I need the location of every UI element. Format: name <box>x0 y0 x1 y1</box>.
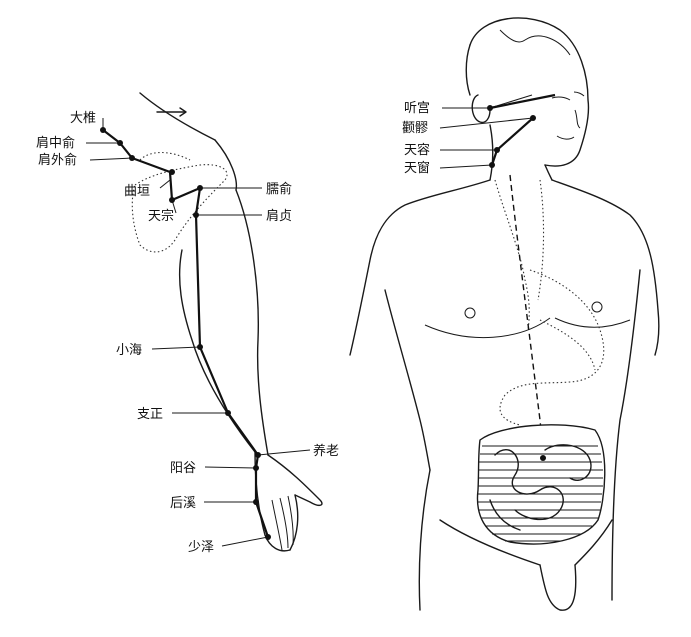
label-tianrong: 天容 <box>404 142 430 158</box>
label-houxi: 后溪 <box>170 496 196 511</box>
label-jianzhongshu: 肩中俞 <box>36 135 75 151</box>
point-quanliao <box>530 115 536 121</box>
point-jianwaishu <box>129 155 135 161</box>
label-shaoze: 少泽 <box>188 540 214 555</box>
label-xiaohai: 小海 <box>116 343 142 358</box>
label-dazhui: 大椎 <box>70 111 96 126</box>
arm-figure: 大椎 肩中俞 肩外俞 曲垣 天宗 臑俞 肩贞 小海 支正 养老 阳谷 后溪 少泽 <box>36 92 339 555</box>
point-quyuan <box>169 169 175 175</box>
point-tianzong <box>169 197 175 203</box>
point-jianzhen <box>193 212 199 218</box>
label-tianchuang: 天窗 <box>404 160 430 176</box>
point-yanglao <box>255 452 261 458</box>
point-tianrong <box>494 147 500 153</box>
point-yanggu <box>253 465 259 471</box>
label-tianzong: 天宗 <box>148 208 174 224</box>
label-yanglao: 养老 <box>313 443 339 459</box>
label-tinggong: 听宫 <box>404 101 430 116</box>
label-zhizheng: 支正 <box>137 407 163 422</box>
nipple-left <box>464 307 476 319</box>
point-shaoze <box>265 534 271 540</box>
label-quanliao: 颧髎 <box>402 121 428 136</box>
point-naoshu <box>197 185 203 191</box>
nipple-right <box>591 301 603 313</box>
torso-figure: 听宫 颧髎 天容 天窗 <box>349 17 660 611</box>
label-yanggu: 阳谷 <box>170 461 196 476</box>
point-dazhui <box>100 127 106 133</box>
point-jianzhongshu <box>117 140 123 146</box>
label-jianzhen: 肩贞 <box>266 208 292 224</box>
small-intestine-area <box>476 424 606 545</box>
label-jianwaishu: 肩外俞 <box>38 152 77 168</box>
point-houxi <box>253 499 259 505</box>
point-zhizheng <box>225 410 231 416</box>
label-naoshu: 臑俞 <box>266 181 292 197</box>
label-quyuan: 曲垣 <box>124 184 150 199</box>
point-tianchuang <box>489 162 495 168</box>
point-tinggong <box>487 105 493 111</box>
point-xiaohai <box>197 344 203 350</box>
